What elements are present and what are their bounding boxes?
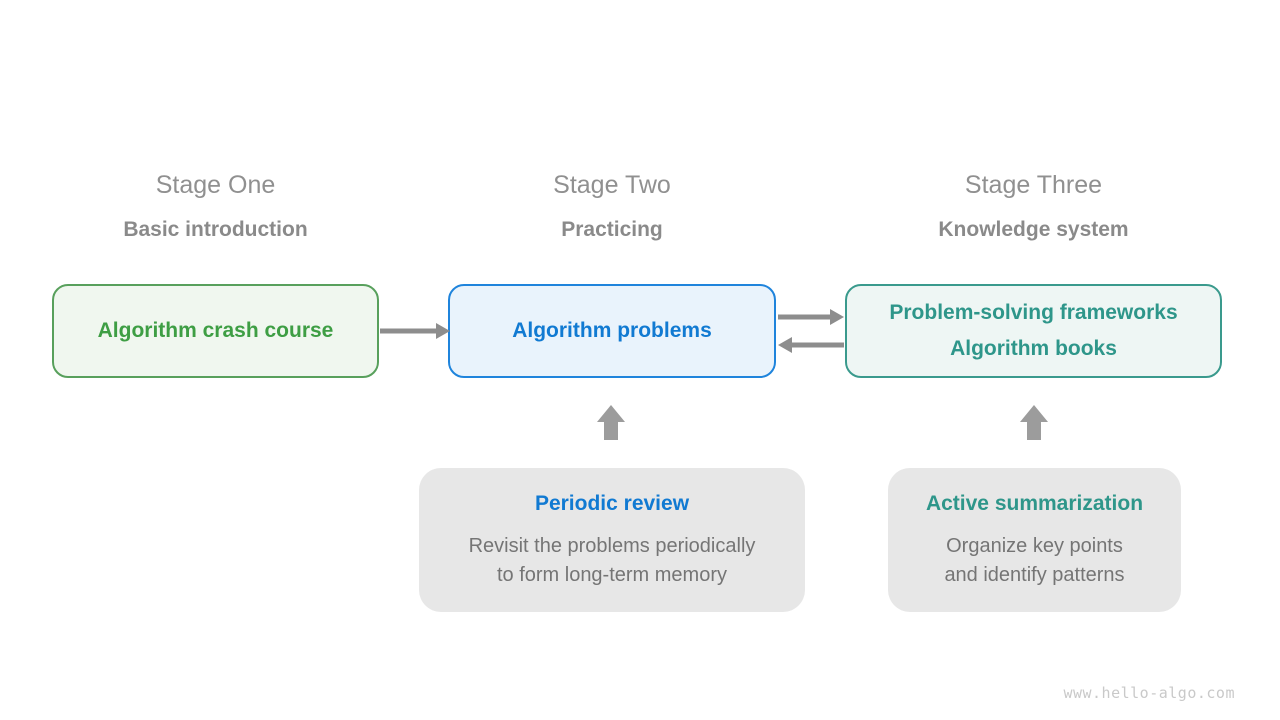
- periodic-review-body-line2: to form long-term memory: [496, 564, 728, 586]
- periodic-review-title: Periodic review: [534, 492, 690, 515]
- active-summarization-body: Organize key points and identify pattern…: [944, 532, 1124, 590]
- problem-solving-frameworks-label: Problem-solving frameworks: [889, 301, 1178, 324]
- algorithm-crash-course-label: Algorithm crash course: [97, 319, 334, 342]
- stage-two-subtitle: Practicing: [561, 218, 663, 241]
- arrow-right-stage1-to-stage2-icon: [380, 323, 450, 339]
- arrow-right-stage2-to-stage3-icon: [778, 309, 844, 325]
- periodic-review-body: Revisit the problems periodically to for…: [469, 532, 756, 590]
- stage-two-title: Stage Two: [553, 171, 671, 199]
- knowledge-system-box: Problem-solving frameworks Algorithm boo…: [845, 284, 1222, 378]
- algorithm-problems-label: Algorithm problems: [512, 319, 712, 342]
- stage-one-title: Stage One: [155, 171, 276, 199]
- periodic-review-body-line1: Revisit the problems periodically: [468, 535, 756, 557]
- periodic-review-note: Periodic review Revisit the problems per…: [419, 468, 805, 612]
- active-summarization-body-line2: and identify patterns: [944, 564, 1125, 586]
- stage-three-heading: Stage Three Knowledge system: [845, 170, 1222, 243]
- stage-three-subtitle: Knowledge system: [938, 218, 1129, 241]
- active-summarization-note: Active summarization Organize key points…: [888, 468, 1181, 612]
- stage-one-subtitle: Basic introduction: [123, 218, 308, 241]
- algorithm-books-label: Algorithm books: [950, 337, 1117, 360]
- algorithm-problems-box: Algorithm problems: [448, 284, 776, 378]
- stage-three-title: Stage Three: [964, 171, 1103, 199]
- active-summarization-title: Active summarization: [925, 492, 1144, 515]
- stage-one-heading: Stage One Basic introduction: [52, 170, 379, 243]
- block-up-arrow-active-summarization-icon: [1020, 405, 1048, 440]
- stage-two-heading: Stage Two Practicing: [448, 170, 776, 243]
- site-watermark: www.hello-algo.com: [1063, 684, 1235, 702]
- active-summarization-body-line1: Organize key points: [946, 535, 1123, 557]
- block-up-arrow-periodic-review-icon: [597, 405, 625, 440]
- algorithm-crash-course-box: Algorithm crash course: [52, 284, 379, 378]
- arrow-left-stage3-to-stage2-icon: [778, 337, 844, 353]
